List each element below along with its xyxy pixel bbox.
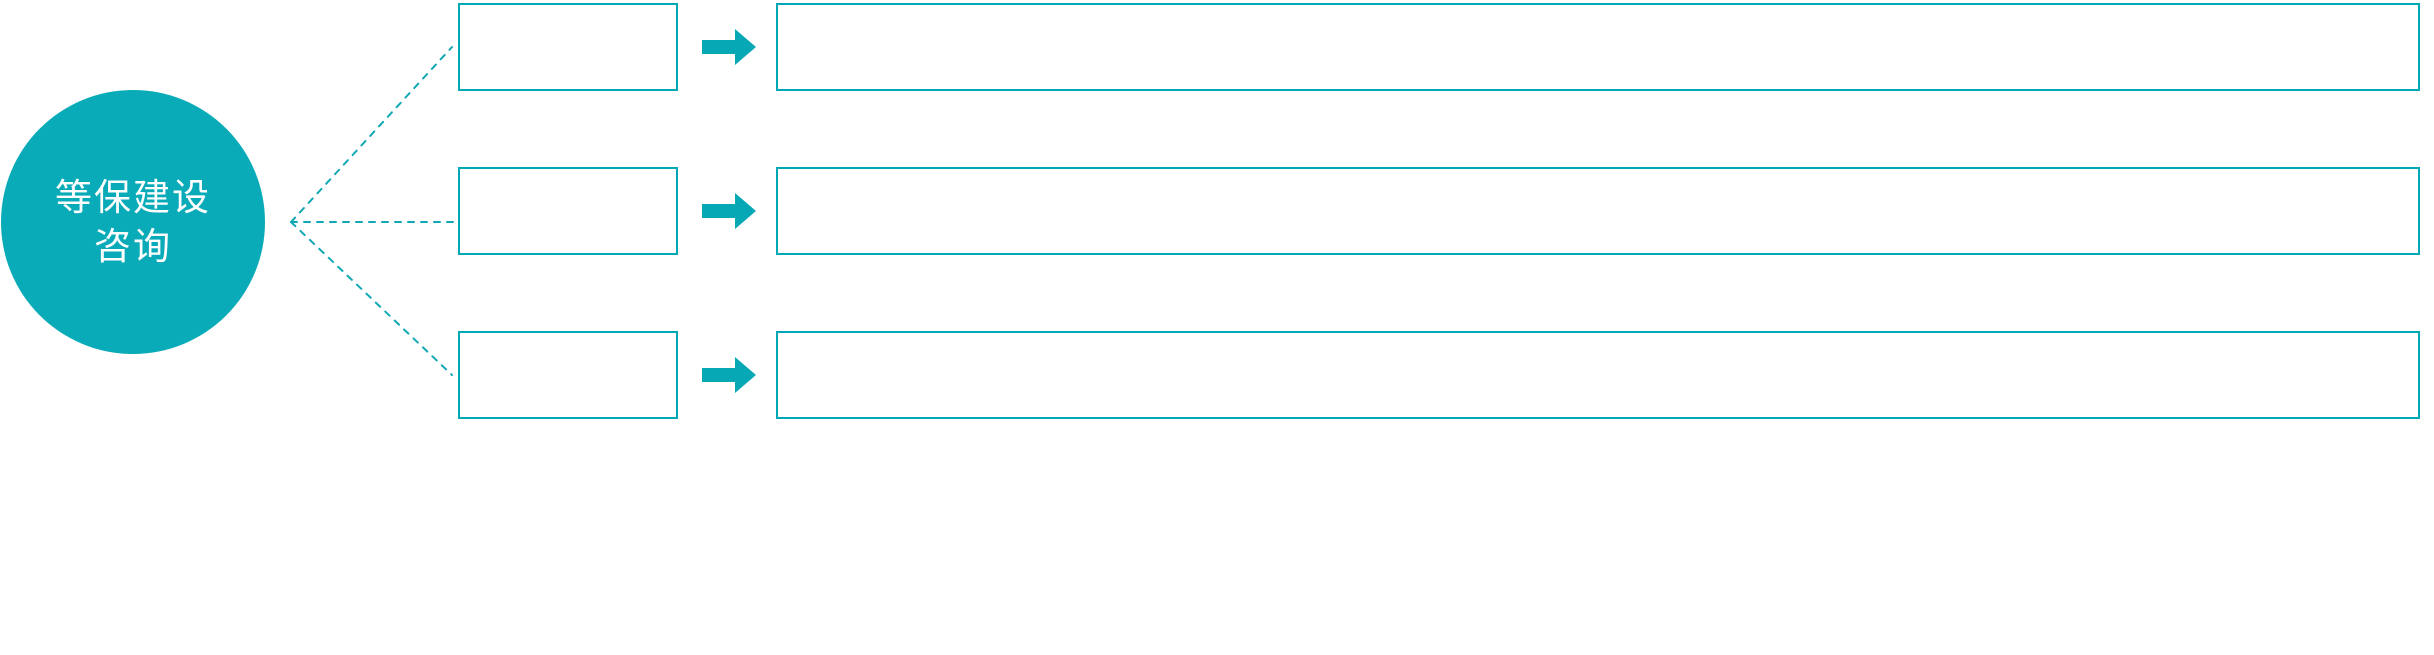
right-arrow-icon: [702, 193, 756, 229]
flow-row: [0, 331, 2434, 419]
right-arrow-icon: [702, 357, 756, 393]
hub-label: 等保建设 咨询: [55, 176, 211, 267]
detail-box[interactable]: [776, 167, 2420, 255]
stage-box[interactable]: [458, 3, 678, 91]
detail-box[interactable]: [776, 3, 2420, 91]
detail-box[interactable]: [776, 331, 2420, 419]
right-arrow-icon: [702, 29, 756, 65]
flow-row: [0, 167, 2434, 255]
stage-box[interactable]: [458, 167, 678, 255]
hub-circle[interactable]: 等保建设 咨询: [1, 90, 265, 354]
stage-box[interactable]: [458, 331, 678, 419]
flow-row: [0, 3, 2434, 91]
